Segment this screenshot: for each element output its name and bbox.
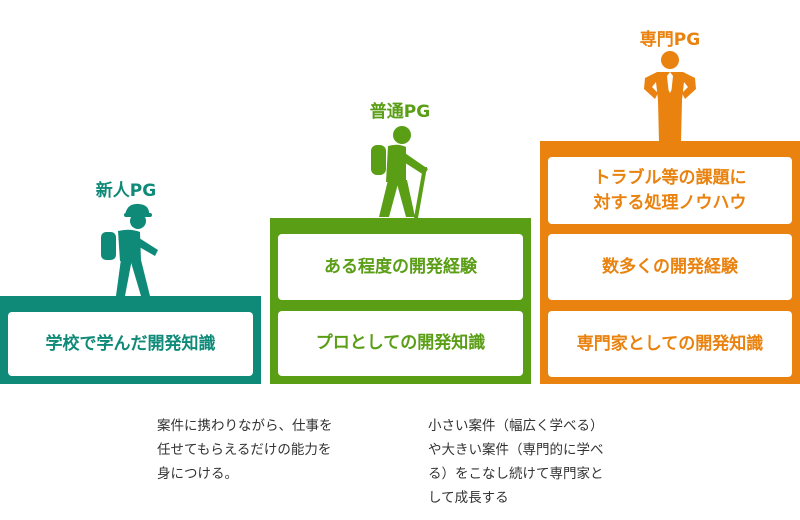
beginner-block: 学校で学んだ開発知識 — [0, 296, 261, 384]
beginner-box-school-knowledge: 学校で学んだ開発知識 — [8, 312, 253, 376]
expert-box-many-experiences: 数多くの開発経験 — [548, 234, 792, 300]
expert-box-trouble-knowhow: トラブル等の課題に 対する処理ノウハウ — [548, 157, 792, 224]
backpack-hiker-icon — [101, 203, 158, 296]
expert-level-label: 専門PG — [639, 30, 701, 50]
hiker-with-stick-icon — [371, 126, 428, 218]
note-beginner-to-intermediate: 案件に携わりながら、仕事を 任せてもらえるだけの能力を 身につける。 — [157, 418, 333, 482]
beginner-level-label: 新人PG — [95, 181, 157, 201]
note-intermediate-to-expert: 小さい案件（幅広く学べる） や大きい案件（専門的に学べ る）をこなし続けて専門家… — [428, 418, 604, 506]
expert-box-expert-knowledge: 専門家としての開発知識 — [548, 311, 792, 377]
businessman-icon — [644, 51, 696, 142]
intermediate-box-pro-knowledge: プロとしての開発知識 — [278, 311, 523, 376]
intermediate-level-label: 普通PG — [369, 102, 431, 122]
expert-block: トラブル等の課題に 対する処理ノウハウ 数多くの開発経験 専門家としての開発知識 — [540, 141, 800, 384]
intermediate-box-some-experience: ある程度の開発経験 — [278, 234, 523, 300]
intermediate-block: ある程度の開発経験 プロとしての開発知識 — [270, 218, 531, 384]
